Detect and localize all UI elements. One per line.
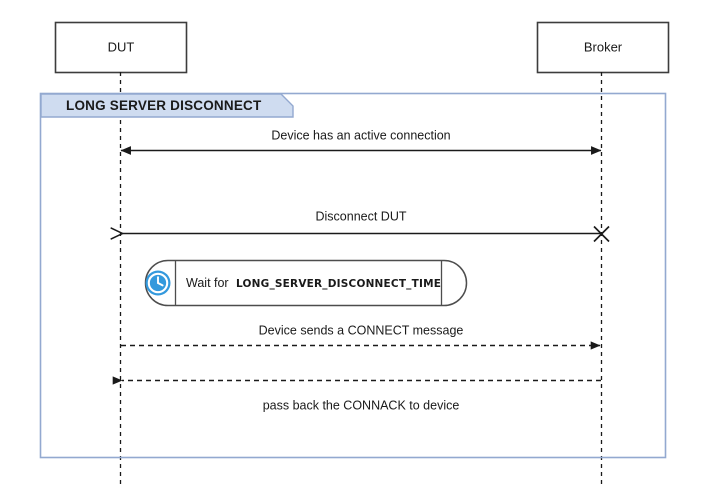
lifeline-destroy-cross-icon — [593, 225, 610, 243]
wait-block-constant-label: LONG_SERVER_DISCONNECT_TIME — [236, 278, 441, 290]
wait-block-prefix-label: Wait for — [186, 276, 229, 290]
wait-block[interactable]: Wait for LONG_SERVER_DISCONNECT_TIME — [144, 259, 468, 307]
message-disconnect-dut-label: Disconnect DUT — [316, 209, 407, 223]
message-connack[interactable]: pass back the CONNACK to device — [112, 376, 601, 413]
participant-broker[interactable]: Broker — [536, 21, 670, 74]
message-connect[interactable]: Device sends a CONNECT message — [121, 323, 601, 350]
frame-header-tab — [40, 93, 294, 118]
clock-icon — [145, 270, 171, 296]
frame-long-server-disconnect: LONG SERVER DISCONNECT — [39, 92, 667, 459]
message-disconnect-dut[interactable]: Disconnect DUT — [122, 209, 610, 243]
message-connack-label: pass back the CONNACK to device — [263, 398, 460, 412]
participant-broker-box — [536, 21, 670, 74]
message-active-connection-label: Device has an active connection — [271, 128, 450, 142]
message-connect-label: Device sends a CONNECT message — [259, 323, 464, 337]
frame-title-label: LONG SERVER DISCONNECT — [66, 98, 262, 113]
participant-broker-label: Broker — [584, 39, 623, 54]
wait-block-outline — [144, 259, 468, 307]
frame-border — [39, 92, 667, 459]
participant-dut-box — [54, 21, 188, 74]
participant-dut-label: DUT — [108, 39, 135, 54]
message-active-connection[interactable]: Device has an active connection — [120, 128, 602, 155]
participant-dut[interactable]: DUT — [54, 21, 188, 74]
